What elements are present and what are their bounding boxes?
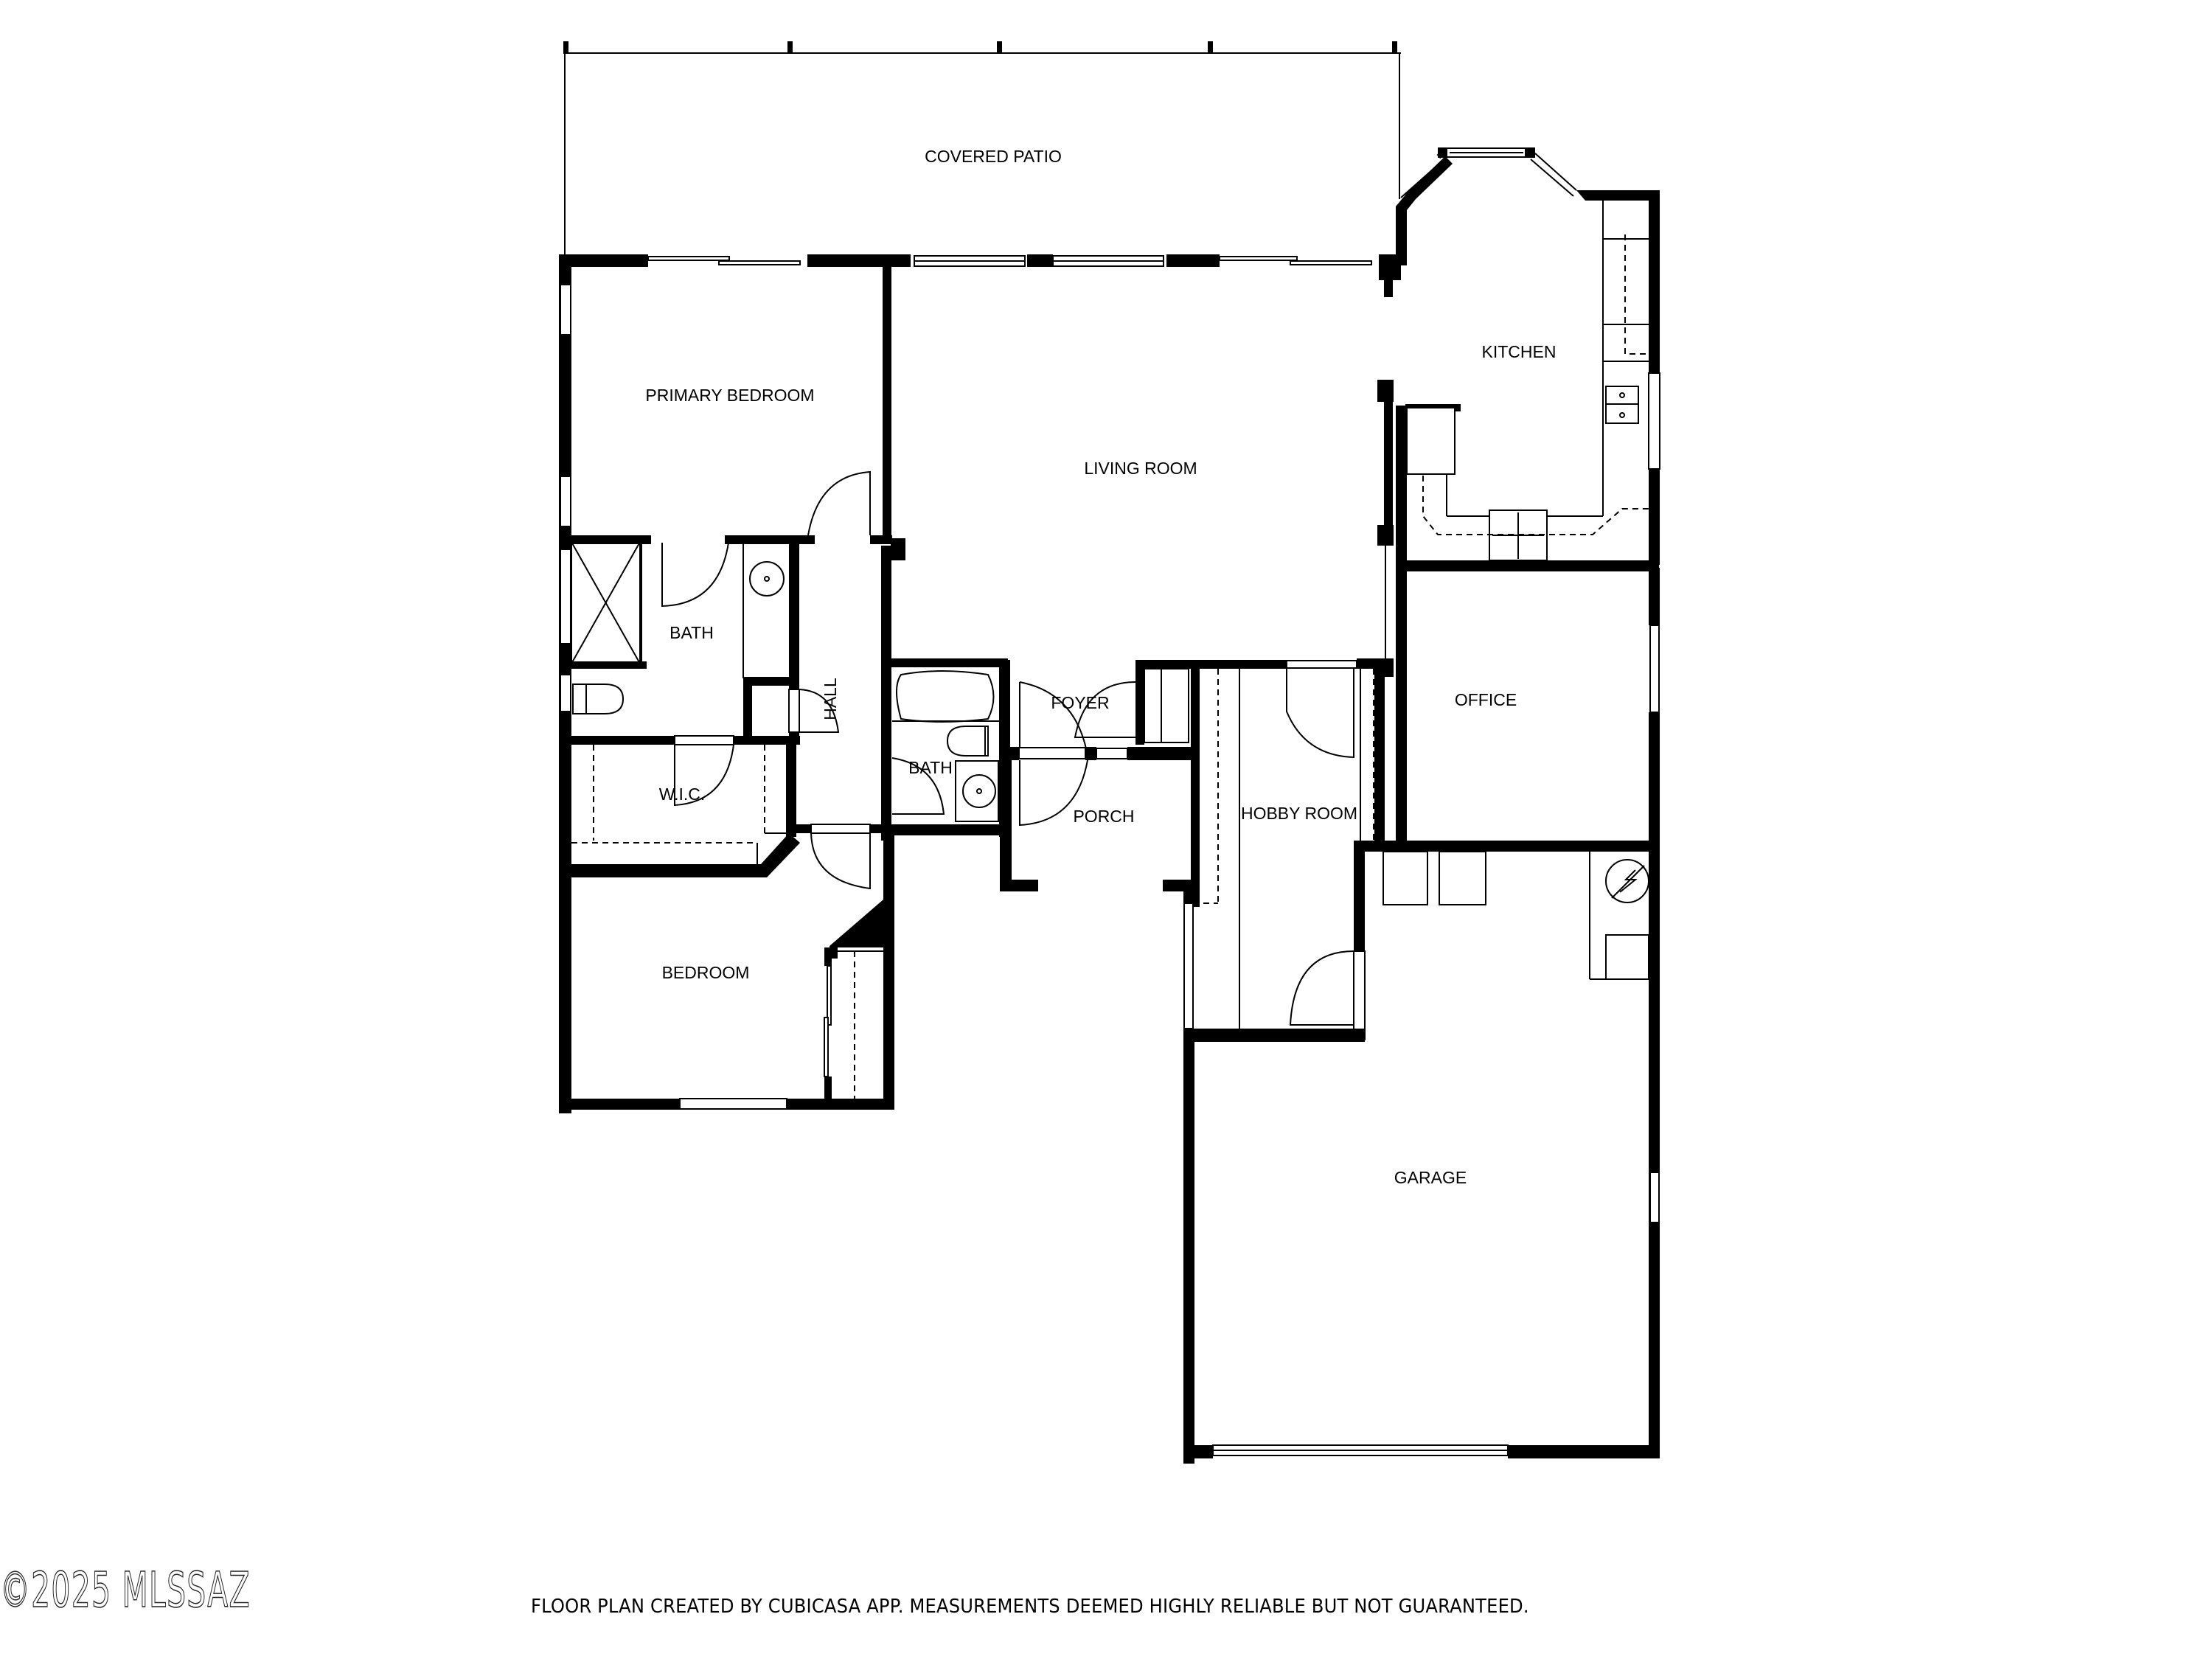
room-label-primary-bedroom: PRIMARY BEDROOM xyxy=(645,386,814,405)
primary-bath: BATH xyxy=(560,541,800,745)
room-label-kitchen: KITCHEN xyxy=(1482,342,1557,361)
room-label-primary-bath: BATH xyxy=(669,623,714,642)
bedroom: BEDROOM xyxy=(559,833,894,1110)
room-label-foyer: FOYER xyxy=(1051,693,1109,712)
hobby-room: HOBBY ROOM xyxy=(1183,658,1386,1464)
porch: PORCH xyxy=(1000,759,1198,891)
floor-plan-disclaimer: FLOOR PLAN CREATED BY CUBICASA APP. MEAS… xyxy=(531,1596,1529,1618)
covered-patio: COVERED PATIO xyxy=(563,41,1401,260)
room-label-hall-bath: BATH xyxy=(908,758,953,777)
primary-bedroom: PRIMARY BEDROOM xyxy=(559,254,905,1113)
room-label-porch: PORCH xyxy=(1073,807,1134,826)
room-label-living-room: LIVING ROOM xyxy=(1084,459,1197,478)
walk-in-closet: W.I.C. xyxy=(568,741,800,877)
room-label-bedroom: BEDROOM xyxy=(662,963,750,982)
north-wall xyxy=(563,254,1401,280)
room-label-office: OFFICE xyxy=(1455,690,1517,709)
room-label-hall: HALL xyxy=(821,678,840,720)
living-room: LIVING ROOM xyxy=(1084,262,1394,677)
copyright-watermark: ©2025 MLSSAZ xyxy=(0,1561,251,1619)
hall-bath: BATH xyxy=(885,658,1010,837)
room-label-covered-patio: COVERED PATIO xyxy=(925,147,1062,166)
office: OFFICE xyxy=(1360,568,1660,1457)
hall: HALL xyxy=(788,546,892,890)
room-label-garage: GARAGE xyxy=(1394,1168,1467,1187)
kitchen: KITCHEN xyxy=(1396,147,1660,571)
room-label-hobby-room: HOBBY ROOM xyxy=(1241,804,1357,823)
garage: GARAGE xyxy=(1183,851,1660,1458)
foyer: FOYER xyxy=(1001,660,1200,907)
room-label-wic: W.I.C. xyxy=(659,785,706,804)
